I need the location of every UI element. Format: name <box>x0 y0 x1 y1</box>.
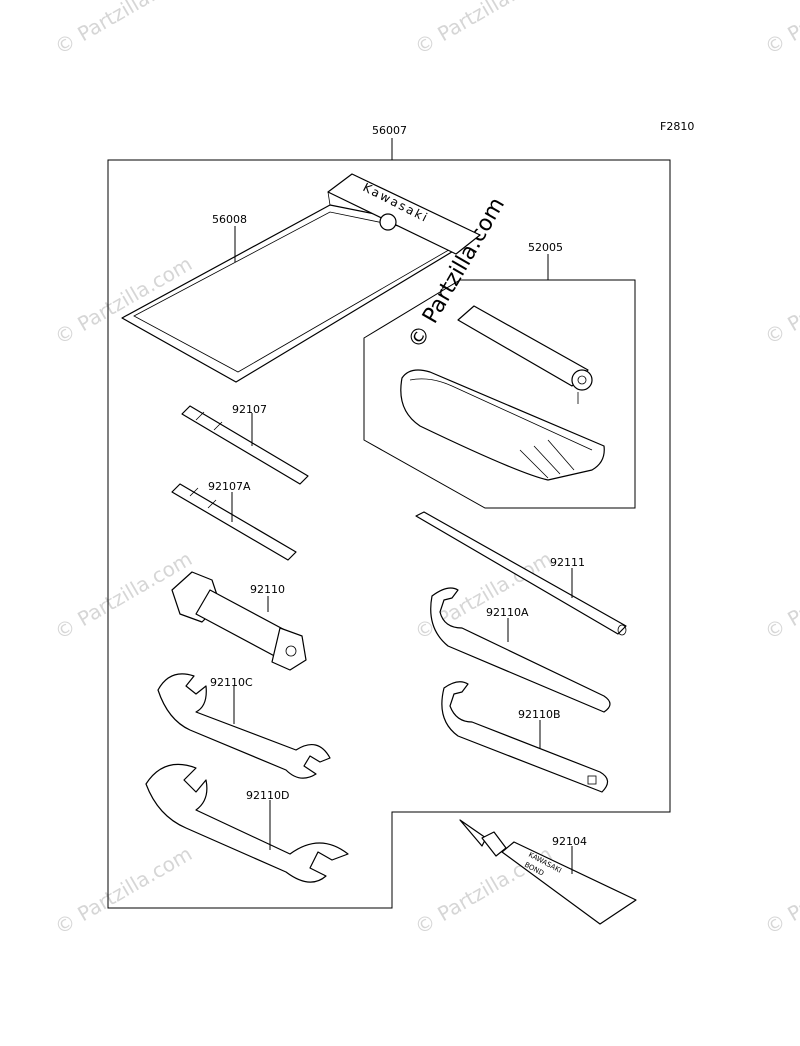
screwdriver-bit <box>181 405 309 485</box>
tire-pump <box>457 305 593 404</box>
pump-bag <box>400 369 605 481</box>
kit-outline <box>107 159 671 909</box>
pin-spanner-b <box>441 681 609 793</box>
watermark: © Partzilla.com <box>761 841 800 939</box>
part-label-92110A[interactable]: 92110A <box>486 606 529 619</box>
watermark: © Partzilla.com <box>51 841 197 939</box>
bond-tube: KAWASAKI BOND <box>459 819 637 925</box>
watermark: © Partzilla.com <box>761 546 800 644</box>
part-label-92104[interactable]: 92104 <box>552 835 587 848</box>
part-label-92111[interactable]: 92111 <box>550 556 585 569</box>
screwdriver-bit-a <box>171 483 297 561</box>
part-label-56007[interactable]: 56007 <box>372 124 407 137</box>
watermark: © Partzilla.com <box>51 0 197 59</box>
socket-wrench <box>171 571 307 671</box>
part-label-52005[interactable]: 52005 <box>528 241 563 254</box>
part-label-92110C[interactable]: 92110C <box>210 676 253 689</box>
tommy-bar <box>415 511 627 636</box>
figure-code: F2810 <box>660 120 694 133</box>
part-label-92110B[interactable]: 92110B <box>518 708 561 721</box>
open-end-wrench-small <box>157 673 331 779</box>
pin-spanner-a <box>430 587 611 713</box>
pump-kit-box <box>363 279 636 509</box>
part-label-92107[interactable]: 92107 <box>232 403 267 416</box>
watermark: © Partzilla.com <box>761 0 800 59</box>
watermark: © Partzilla.com <box>411 0 557 59</box>
open-end-wrench-large <box>145 763 349 883</box>
part-label-56008[interactable]: 56008 <box>212 213 247 226</box>
part-label-92107A[interactable]: 92107A <box>208 480 251 493</box>
watermark: © Partzilla.com <box>761 251 800 349</box>
part-label-92110[interactable]: 92110 <box>250 583 285 596</box>
part-label-92110D[interactable]: 92110D <box>246 789 289 802</box>
